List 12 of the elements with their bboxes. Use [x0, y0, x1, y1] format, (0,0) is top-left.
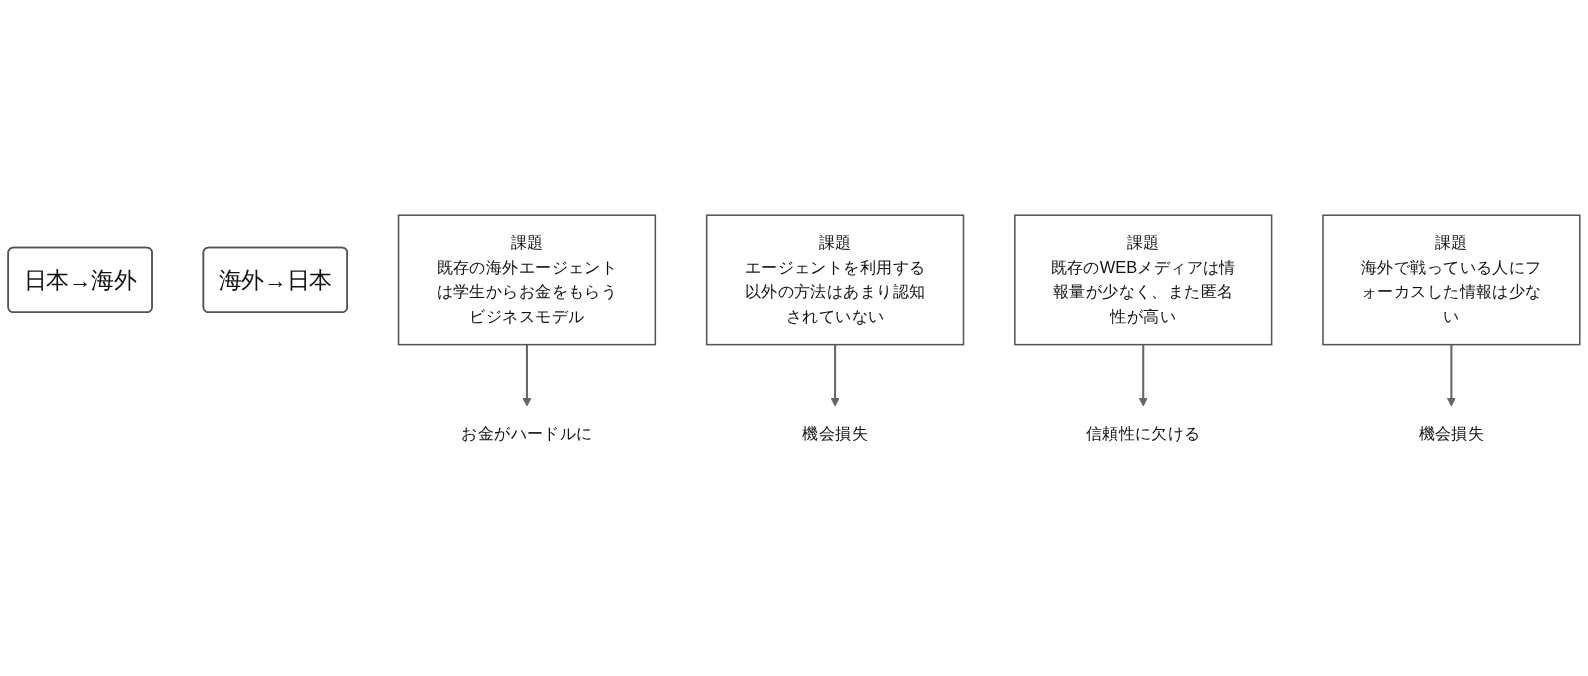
node-text: 機会損失 — [1418, 424, 1485, 442]
arrow — [1446, 344, 1456, 407]
node-box: 課題 海外で戦っている人にフォーカスした情報は少ない — [1322, 213, 1581, 345]
arrow — [522, 344, 532, 407]
arrow — [1138, 344, 1148, 407]
node-text: 信頼性に欠ける — [1085, 424, 1201, 442]
node-box: 課題 既存のWEBメディアは情報量が少なく、また匿名性が高い — [1014, 213, 1273, 345]
node-text: お金がハードルに — [461, 424, 593, 442]
arrow — [830, 344, 840, 407]
node-box: 課題 エージェントを利用する以外の方法はあまり認知されていない — [705, 213, 965, 345]
node-box: 課題 既存の海外エージェントは学生からお金をもらうビジネスモデル — [397, 213, 657, 345]
node-text: 機会損失 — [802, 424, 868, 442]
